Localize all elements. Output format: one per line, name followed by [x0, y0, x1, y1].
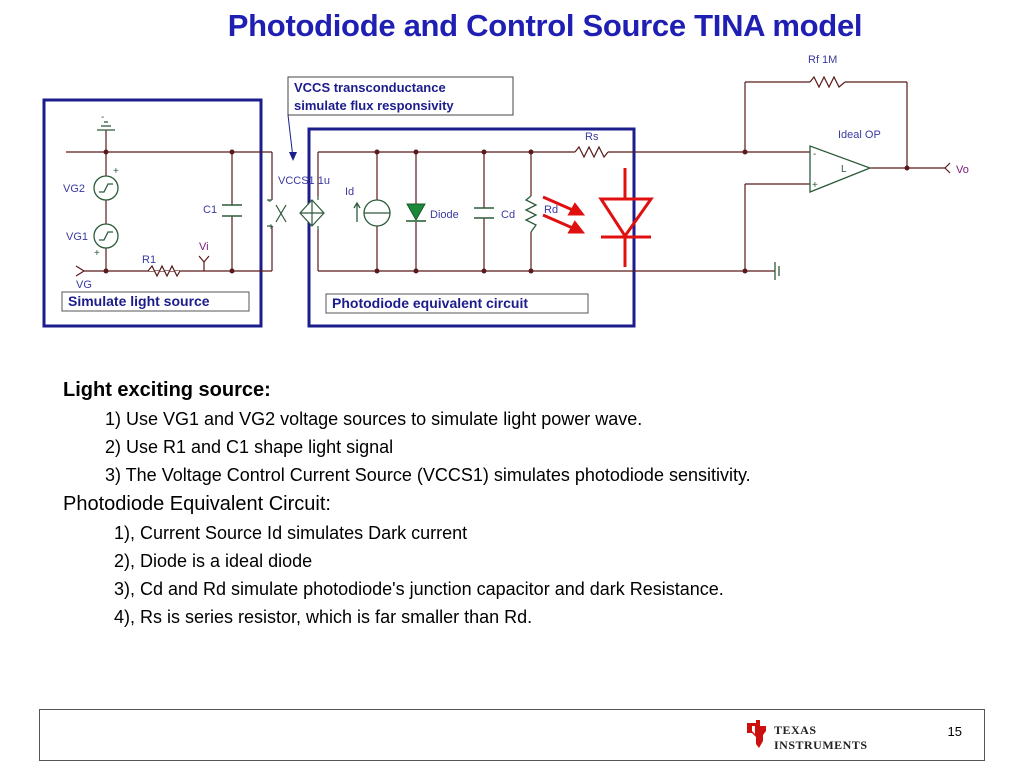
ti-logo-icon	[747, 720, 766, 748]
vi-probe	[198, 255, 210, 263]
vo-terminal	[944, 162, 951, 174]
rd-label: Rd	[544, 204, 558, 216]
cd-capacitor	[474, 207, 494, 219]
photodiode-label: Photodiode equivalent circuit	[332, 295, 528, 311]
rf-label: Rf 1M	[808, 54, 837, 66]
opamp-inner-label: L	[841, 164, 847, 175]
r1-resistor	[147, 264, 181, 278]
callout-line1: VCCS transconductance	[294, 80, 446, 95]
vg1-plus-label: +	[94, 248, 100, 259]
vccs-source	[267, 196, 325, 230]
light-arrows	[542, 195, 586, 234]
vg-label: VG	[76, 279, 92, 291]
section1-item: 1) Use VG1 and VG2 voltage sources to si…	[105, 409, 643, 429]
callout-box	[287, 76, 514, 116]
vi-label: Vi	[199, 241, 209, 253]
callout-line2: simulate flux responsivity	[294, 98, 454, 113]
vg2-minus-label: -	[101, 112, 104, 123]
ground-symbol	[97, 121, 115, 131]
opamp-minus-label: -	[813, 149, 816, 160]
diode	[406, 203, 426, 222]
id-current-source	[353, 199, 391, 227]
vccs-label: VCCS1 1u	[278, 175, 330, 187]
r1-label: R1	[142, 254, 156, 266]
section2-title: Photodiode Equivalent Circuit:	[63, 493, 331, 515]
light-source-box	[42, 98, 263, 328]
vo-label: Vo	[956, 164, 969, 176]
ideal-opamp	[809, 145, 872, 193]
rd-resistor	[524, 195, 538, 233]
page-number: 15	[947, 724, 962, 739]
rs-resistor	[574, 145, 609, 159]
photodiode-label-box	[325, 293, 589, 314]
section2-item: 2), Diode is a ideal diode	[114, 551, 313, 571]
rf-resistor	[809, 75, 846, 89]
vg1-source	[93, 223, 119, 249]
section1-item: 3) The Voltage Control Current Source (V…	[105, 465, 751, 485]
c1-capacitor	[222, 204, 242, 217]
photodiode-symbol	[598, 168, 654, 267]
cd-label: Cd	[501, 209, 515, 221]
footer-bar: TEXAS INSTRUMENTS 15	[39, 709, 985, 761]
section2-item: 3), Cd and Rd simulate photodiode's junc…	[114, 579, 724, 599]
callout-arrowhead	[289, 152, 297, 161]
vccs-minus-label: -	[268, 196, 271, 207]
section2-item: 1), Current Source Id simulates Dark cur…	[114, 523, 468, 543]
vg2-label: VG2	[63, 183, 85, 195]
notes-block: Light exciting source: 1) Use VG1 and VG…	[63, 375, 1003, 631]
ideal-op-label: Ideal OP	[838, 129, 881, 141]
slide-title: Photodiode and Control Source TINA model	[227, 8, 863, 43]
vccs-plus-label: +	[268, 222, 274, 233]
ti-logo-word-instruments: INSTRUMENTS	[774, 738, 868, 752]
vg1-label: VG1	[66, 231, 88, 243]
vg2-plus-label: +	[113, 166, 119, 177]
opamp-plus-label: +	[812, 180, 818, 191]
ti-logo-word-texas: TEXAS	[774, 723, 817, 737]
junction-dots	[103, 149, 910, 274]
diode-label: Diode	[430, 209, 459, 221]
callout-pointer	[287, 114, 294, 159]
section1-title: Light exciting source:	[63, 379, 271, 401]
c1-label: C1	[203, 204, 217, 216]
vg2-source	[93, 175, 119, 201]
ground-symbol-right	[774, 262, 780, 280]
light-source-label-box	[61, 291, 250, 312]
photodiode-box	[307, 127, 636, 328]
light-source-label: Simulate light source	[68, 293, 210, 309]
circuit-diagram: VCCS transconductance simulate flux resp…	[42, 54, 969, 328]
vg-input-terminal	[75, 265, 86, 277]
section1-item: 2) Use R1 and C1 shape light signal	[105, 437, 394, 457]
id-label: Id	[345, 186, 354, 198]
rs-label: Rs	[585, 131, 599, 143]
section2-item: 4), Rs is series resistor, which is far …	[114, 607, 533, 627]
